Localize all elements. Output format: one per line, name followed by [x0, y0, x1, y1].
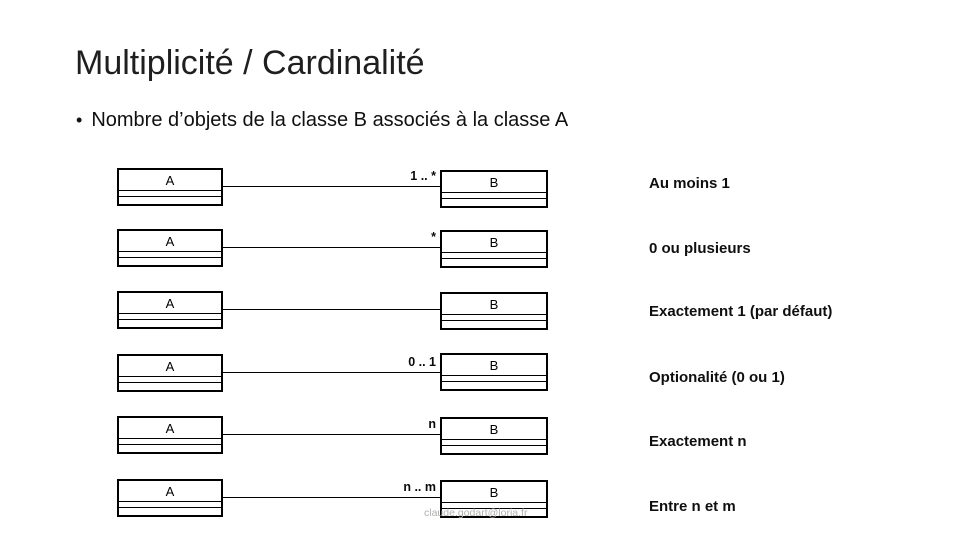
class-name-a: A [119, 170, 221, 191]
class-box-b: B [440, 353, 548, 391]
operations-compartment [442, 259, 546, 266]
caption-label: Entre n et m [649, 498, 736, 515]
operations-compartment [119, 508, 221, 515]
multiplicity-label: n [428, 417, 436, 431]
class-name-b: B [442, 294, 546, 315]
attributes-compartment [442, 193, 546, 199]
class-name-a: A [119, 481, 221, 502]
association-line [223, 247, 440, 248]
multiplicity-label: * [431, 230, 436, 244]
operations-compartment [442, 382, 546, 389]
attributes-compartment [119, 252, 221, 258]
operations-compartment [442, 199, 546, 206]
class-name-a: A [119, 231, 221, 252]
class-box-a: A [117, 291, 223, 329]
multiplicity-label: 1 .. * [410, 169, 436, 183]
class-name-a: A [119, 356, 221, 377]
class-box-a: A [117, 168, 223, 206]
watermark-text: claude.godart@loria.fr [424, 507, 528, 519]
attributes-compartment [442, 440, 546, 446]
multiplicity-label: 0 .. 1 [408, 355, 436, 369]
operations-compartment [442, 321, 546, 328]
class-box-a: A [117, 354, 223, 392]
operations-compartment [119, 197, 221, 204]
attributes-compartment [442, 315, 546, 321]
class-name-b: B [442, 232, 546, 253]
operations-compartment [119, 383, 221, 390]
operations-compartment [442, 446, 546, 453]
class-box-b: B [440, 480, 548, 518]
attributes-compartment [119, 502, 221, 508]
caption-label: Exactement 1 (par défaut) [649, 303, 833, 320]
attributes-compartment [119, 191, 221, 197]
bullet-item: • Nombre d’objets de la classe B associé… [76, 109, 568, 132]
operations-compartment [119, 258, 221, 265]
bullet-text: Nombre d’objets de la classe B associés … [91, 109, 569, 131]
bullet-icon: • [76, 110, 83, 130]
multiplicity-label [354, 292, 436, 308]
association-line [223, 434, 440, 435]
class-box-a: A [117, 479, 223, 517]
class-box-b: B [440, 230, 548, 268]
class-name-b: B [442, 419, 546, 440]
class-name-b: B [442, 355, 546, 376]
class-name-b: B [442, 482, 546, 503]
caption-label: 0 ou plusieurs [649, 240, 751, 257]
association-line [223, 372, 440, 373]
class-box-b: B [440, 292, 548, 330]
class-name-a: A [119, 293, 221, 314]
caption-label: Optionalité (0 ou 1) [649, 369, 785, 386]
multiplicity-label: n .. m [403, 480, 436, 494]
class-box-a: A [117, 416, 223, 454]
attributes-compartment [442, 376, 546, 382]
association-line [223, 186, 440, 187]
association-line [223, 309, 440, 310]
caption-label: Exactement n [649, 433, 747, 450]
attributes-compartment [442, 503, 546, 509]
attributes-compartment [442, 253, 546, 259]
attributes-compartment [119, 314, 221, 320]
class-name-b: B [442, 172, 546, 193]
operations-compartment [119, 320, 221, 327]
operations-compartment [119, 445, 221, 452]
class-box-b: B [440, 417, 548, 455]
class-box-b: B [440, 170, 548, 208]
attributes-compartment [119, 377, 221, 383]
slide-title: Multiplicité / Cardinalité [75, 44, 425, 82]
class-box-a: A [117, 229, 223, 267]
caption-label: Au moins 1 [649, 175, 730, 192]
association-line [223, 497, 440, 498]
class-name-a: A [119, 418, 221, 439]
attributes-compartment [119, 439, 221, 445]
